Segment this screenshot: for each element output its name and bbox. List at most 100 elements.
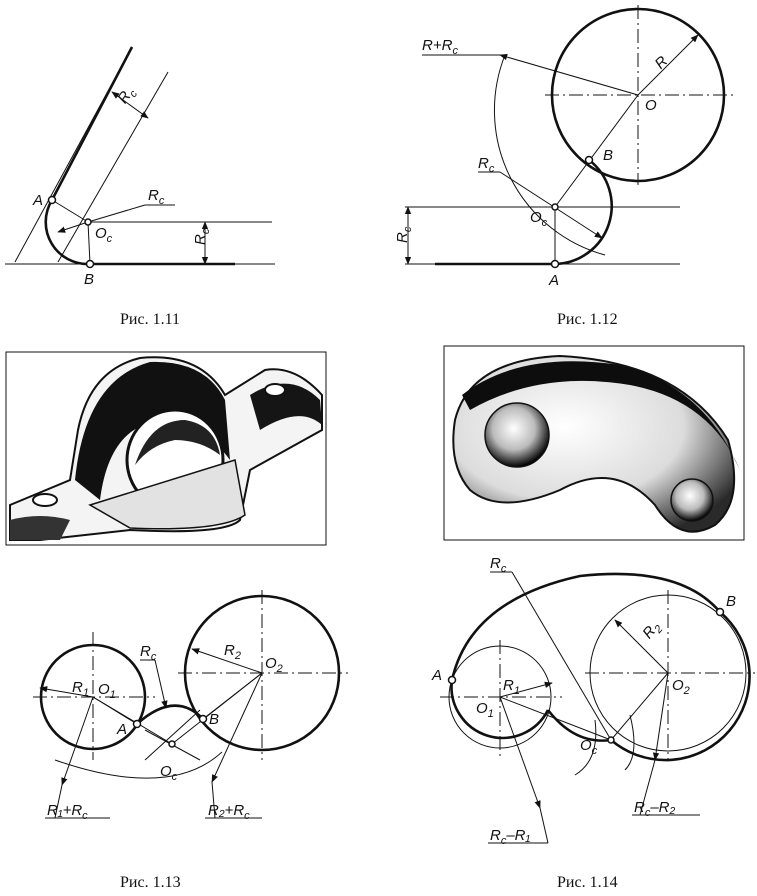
label-rc-mid-sub: c xyxy=(159,195,165,207)
label-r2-rc-sub: c xyxy=(244,810,250,822)
label-oc-sub: c xyxy=(592,745,598,757)
svg-text:Oc: Oc xyxy=(160,763,178,783)
label-r2-sub: 2 xyxy=(234,650,241,662)
label-r1: R xyxy=(72,679,83,696)
label-r1-sub: 1 xyxy=(83,687,89,699)
link-picture xyxy=(443,345,745,541)
label-b: B xyxy=(726,593,736,610)
label-a: A xyxy=(548,272,559,289)
label-oc-sub: c xyxy=(172,771,178,783)
label-o1-sub: 1 xyxy=(110,689,116,701)
label-a: A xyxy=(431,667,442,684)
svg-text:Oc: Oc xyxy=(580,737,598,757)
label-rc-sub: c xyxy=(489,163,495,175)
figure-1-12: R+Rc R O Rc B Oc Rc A xyxy=(394,5,735,289)
svg-text:Rc–R₁: Rc–R₁ xyxy=(490,827,531,847)
label-rc-sub: c xyxy=(151,651,157,663)
center-oc xyxy=(84,218,92,226)
label-a: A xyxy=(116,721,127,738)
label-rc-side-sub: c xyxy=(200,228,212,234)
svg-text:Rc: Rc xyxy=(490,555,507,575)
svg-text:R₂+Rc: R₂+Rc xyxy=(208,802,250,822)
label-rc: R xyxy=(490,555,501,572)
label-b: B xyxy=(84,271,94,288)
label-o2-sub: 2 xyxy=(683,685,690,697)
point-b xyxy=(584,155,594,165)
label-r: R xyxy=(652,53,672,73)
label-rc-r2-end: –R₂ xyxy=(649,799,675,816)
figure-1-11: Rc Rc Rc A B Oc xyxy=(5,46,275,288)
center-oc xyxy=(607,736,615,744)
svg-text:Rc: Rc xyxy=(140,643,157,663)
figure-1-13: R1 O1 Rc R2 O2 A B Oc R₁+Rc R₂+Rc xyxy=(33,590,348,822)
label-rc: R xyxy=(140,643,151,660)
svg-text:O2: O2 xyxy=(265,655,283,675)
point-a xyxy=(132,719,142,729)
svg-text:Rc: Rc xyxy=(114,83,140,108)
svg-text:O1: O1 xyxy=(98,681,116,701)
center-oc xyxy=(551,203,559,211)
svg-text:Oc: Oc xyxy=(530,209,548,229)
svg-text:O1: O1 xyxy=(476,700,494,720)
label-r1-rc: R₁+R xyxy=(47,802,82,819)
svg-text:Rc–R₂: Rc–R₂ xyxy=(634,799,676,819)
svg-text:R2: R2 xyxy=(224,642,241,662)
label-o2: O xyxy=(265,655,277,672)
point-a xyxy=(47,195,57,205)
label-r-plus-rc-sub: c xyxy=(452,45,458,57)
label-rc-side: R xyxy=(192,234,209,245)
label-rc: R xyxy=(478,155,489,172)
label-r2-rc: R₂+R xyxy=(208,802,244,819)
point-a xyxy=(550,259,560,269)
svg-text:Rc: Rc xyxy=(394,226,414,243)
label-rc-r1-mid: c xyxy=(501,835,507,847)
label-rc-mid: R xyxy=(148,187,159,204)
caption-fig-1-14: Рис. 1.14 xyxy=(557,874,618,891)
label-o1-sub: 1 xyxy=(488,708,494,720)
svg-text:Oc: Oc xyxy=(95,225,113,245)
label-o: O xyxy=(645,97,657,114)
label-o2: O xyxy=(672,677,684,694)
label-b: B xyxy=(603,147,613,164)
label-o2-sub: 2 xyxy=(276,663,283,675)
label-r1-rc-sub: c xyxy=(82,810,88,822)
svg-text:R1: R1 xyxy=(72,679,89,699)
label-rc-sub: c xyxy=(501,563,507,575)
caption-fig-1-13: Рис. 1.13 xyxy=(120,874,181,891)
label-rc-r1: R xyxy=(490,827,501,844)
label-o1: O xyxy=(476,700,488,717)
svg-text:Rc: Rc xyxy=(148,187,165,207)
svg-text:R2: R2 xyxy=(639,618,665,644)
label-rc-r2-mid: c xyxy=(645,807,651,819)
label-r1-sub: 1 xyxy=(514,685,520,697)
label-rc-side: R xyxy=(394,232,411,243)
label-oc: O xyxy=(160,763,172,780)
caption-fig-1-11: Рис. 1.11 xyxy=(120,311,180,328)
point-b xyxy=(715,607,725,617)
label-o1: O xyxy=(98,681,110,698)
label-rc-top-sub: c xyxy=(127,88,140,100)
svg-text:O2: O2 xyxy=(672,677,690,697)
label-b: B xyxy=(209,711,219,728)
point-b xyxy=(85,259,95,269)
label-rc-r1-end: –R₁ xyxy=(505,827,530,844)
label-r2: R xyxy=(224,642,235,659)
label-oc-sub: c xyxy=(542,217,548,229)
label-oc: O xyxy=(95,225,107,242)
label-oc: O xyxy=(530,209,542,226)
svg-text:Rc: Rc xyxy=(478,155,495,175)
label-oc: O xyxy=(580,737,592,754)
svg-text:R+Rc: R+Rc xyxy=(422,37,458,57)
figure-1-14: Rc B R2 A R1 O1 O2 Oc Rc–R₂ Rc–R₁ xyxy=(431,555,755,847)
svg-text:Rc: Rc xyxy=(192,228,212,245)
svg-text:R1: R1 xyxy=(503,677,520,697)
label-r1: R xyxy=(503,677,514,694)
svg-text:R₁+Rc: R₁+Rc xyxy=(47,802,88,822)
point-a xyxy=(447,675,457,685)
label-oc-sub: c xyxy=(107,233,113,245)
label-rc-r2: R xyxy=(634,799,645,816)
bracket-picture xyxy=(5,351,327,546)
caption-fig-1-12: Рис. 1.12 xyxy=(557,311,618,328)
center-oc xyxy=(168,740,176,748)
